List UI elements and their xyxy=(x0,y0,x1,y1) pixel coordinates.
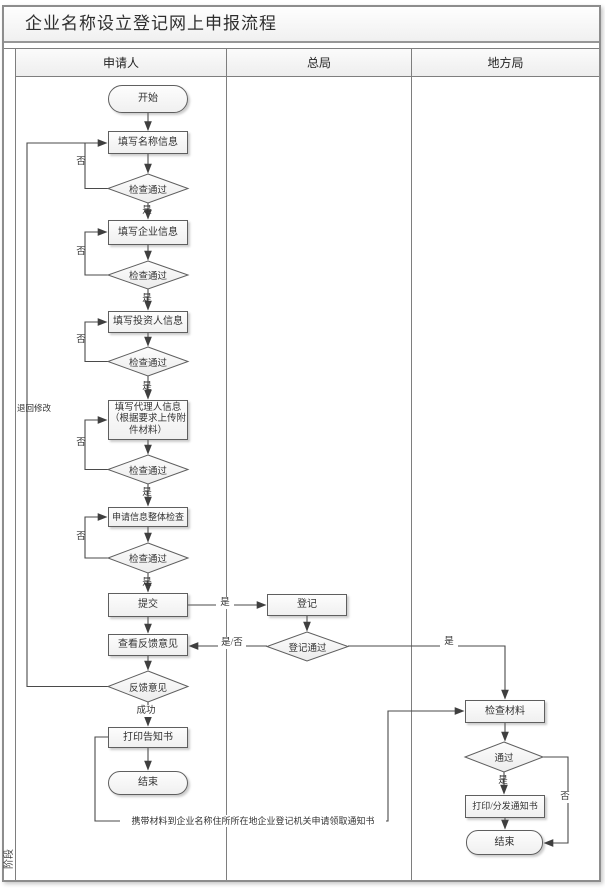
edge-check3-no-loop xyxy=(84,318,108,363)
diamond-label-pass: 通过 xyxy=(494,754,514,764)
node-view-feedback: 查看反馈意见 xyxy=(108,634,188,656)
node-end-applicant: 结束 xyxy=(108,771,188,795)
node-overall-check: 申请信息整体检查 xyxy=(108,507,188,527)
node-label: 填写名称信息 xyxy=(118,136,178,148)
edge-label-return-modify: 退回修改 xyxy=(16,403,51,413)
node-label: 打印/分发通知书 xyxy=(472,801,538,812)
edge-label-carry-note: 携带材料到企业名称住所所在地企业登记机关申请领取通知书 xyxy=(120,815,386,827)
node-print-distribute: 打印/分发通知书 xyxy=(465,795,545,818)
lane-label: 地方局 xyxy=(487,56,524,70)
node-fill-name: 填写名称信息 xyxy=(108,131,188,154)
node-label: 件材料） xyxy=(128,425,167,436)
lane-header-head-office: 总局 xyxy=(227,49,411,76)
header-bottom-border xyxy=(15,76,599,77)
diamond-label-feedback: 反馈意见 xyxy=(128,683,167,694)
diamond-label-check-1: 检查通过 xyxy=(128,185,167,196)
edge-label-no-5: 否 xyxy=(76,532,86,542)
diamond-feedback xyxy=(106,670,190,703)
edge-label-yes-4: 是 xyxy=(142,488,152,498)
node-fill-investor: 填写投资人信息 xyxy=(108,311,188,333)
diamond-check-4 xyxy=(106,454,190,485)
edge-label-yes-submit: 是 xyxy=(216,597,234,609)
edge-label-no-4: 否 xyxy=(76,438,86,448)
edge-label-yes-1: 是 xyxy=(142,206,152,216)
diamond-label-check-3: 检查通过 xyxy=(128,358,167,369)
node-start: 开始 xyxy=(108,85,188,113)
diamond-label-check-2: 检查通过 xyxy=(128,272,167,282)
node-label: 结束 xyxy=(138,777,158,788)
table-top-border xyxy=(4,48,599,49)
edge-label-yes-5: 是 xyxy=(142,578,152,588)
node-label: 开始 xyxy=(138,93,158,104)
node-label: 填写企业信息 xyxy=(118,226,178,238)
lane-label: 总局 xyxy=(306,56,331,70)
diamond-pass xyxy=(463,741,545,773)
node-print-notice: 打印告知书 xyxy=(108,727,188,748)
node-label: 填写投资人信息 xyxy=(113,316,183,327)
edge-check5-no-loop xyxy=(84,513,108,559)
edge-label-no-2: 否 xyxy=(76,247,86,257)
diamond-check-1 xyxy=(106,173,190,204)
lane-border-1 xyxy=(226,48,227,880)
edge-check4-no-loop xyxy=(84,416,108,471)
edge-label-no-pass: 否 xyxy=(556,791,574,803)
lane-label: 申请人 xyxy=(102,56,139,70)
page-title: 企业名称设立登记网上申报流程 xyxy=(25,14,277,33)
diamond-check-3 xyxy=(106,346,190,377)
edge-label-yes-3: 是 xyxy=(142,382,152,392)
diamond-label-register-pass: 登记通过 xyxy=(288,643,327,654)
node-label: 提交 xyxy=(138,599,158,610)
edge-label-yesno: 是/否 xyxy=(218,637,246,649)
node-end-local: 结束 xyxy=(466,830,543,855)
edge-registerpass-checkmaterials xyxy=(348,645,509,700)
node-label: 结束 xyxy=(494,836,515,848)
node-label: 打印告知书 xyxy=(123,731,173,743)
edge-label-no-3: 否 xyxy=(76,335,86,345)
lane-header-applicant: 申请人 xyxy=(16,49,226,76)
diamond-label-check-4: 检查通过 xyxy=(128,466,167,477)
diamond-check-5 xyxy=(106,542,190,574)
node-label: 填写代理人信息 xyxy=(114,402,182,413)
edge-check2-no-loop xyxy=(84,228,108,276)
node-fill-company: 填写企业信息 xyxy=(108,220,188,245)
edge-label-yes-2: 是 xyxy=(142,294,152,304)
title-bar: 企业名称设立登记网上申报流程 xyxy=(4,7,599,43)
node-check-materials: 检查材料 xyxy=(465,700,545,723)
node-register: 登记 xyxy=(267,594,347,616)
edge-label-success: 成功 xyxy=(133,705,159,717)
lane-border-2 xyxy=(411,48,412,880)
stage-column-border xyxy=(15,48,16,880)
edge-label-yes-pass: 是 xyxy=(498,776,508,786)
diamond-register-pass xyxy=(265,631,350,662)
node-submit: 提交 xyxy=(108,593,188,617)
node-label: （根据要求上传附 xyxy=(109,414,186,425)
node-label: 登记 xyxy=(297,599,317,610)
node-label: 检查材料 xyxy=(485,705,525,717)
node-fill-agent: 填写代理人信息 （根据要求上传附 件材料） xyxy=(108,400,188,440)
lane-header-local-bureau: 地方局 xyxy=(412,49,599,76)
diamond-label-check-5: 检查通过 xyxy=(128,555,167,565)
edge-label-yes-registerpass: 是 xyxy=(440,636,458,648)
edge-feedback-returnmodify xyxy=(26,139,108,688)
diamond-check-2 xyxy=(106,260,190,290)
edge-check1-no-loop xyxy=(84,143,108,190)
node-label: 查看反馈意见 xyxy=(118,639,178,650)
node-label: 申请信息整体检查 xyxy=(111,511,184,522)
edge-label-no-1: 否 xyxy=(76,157,86,167)
